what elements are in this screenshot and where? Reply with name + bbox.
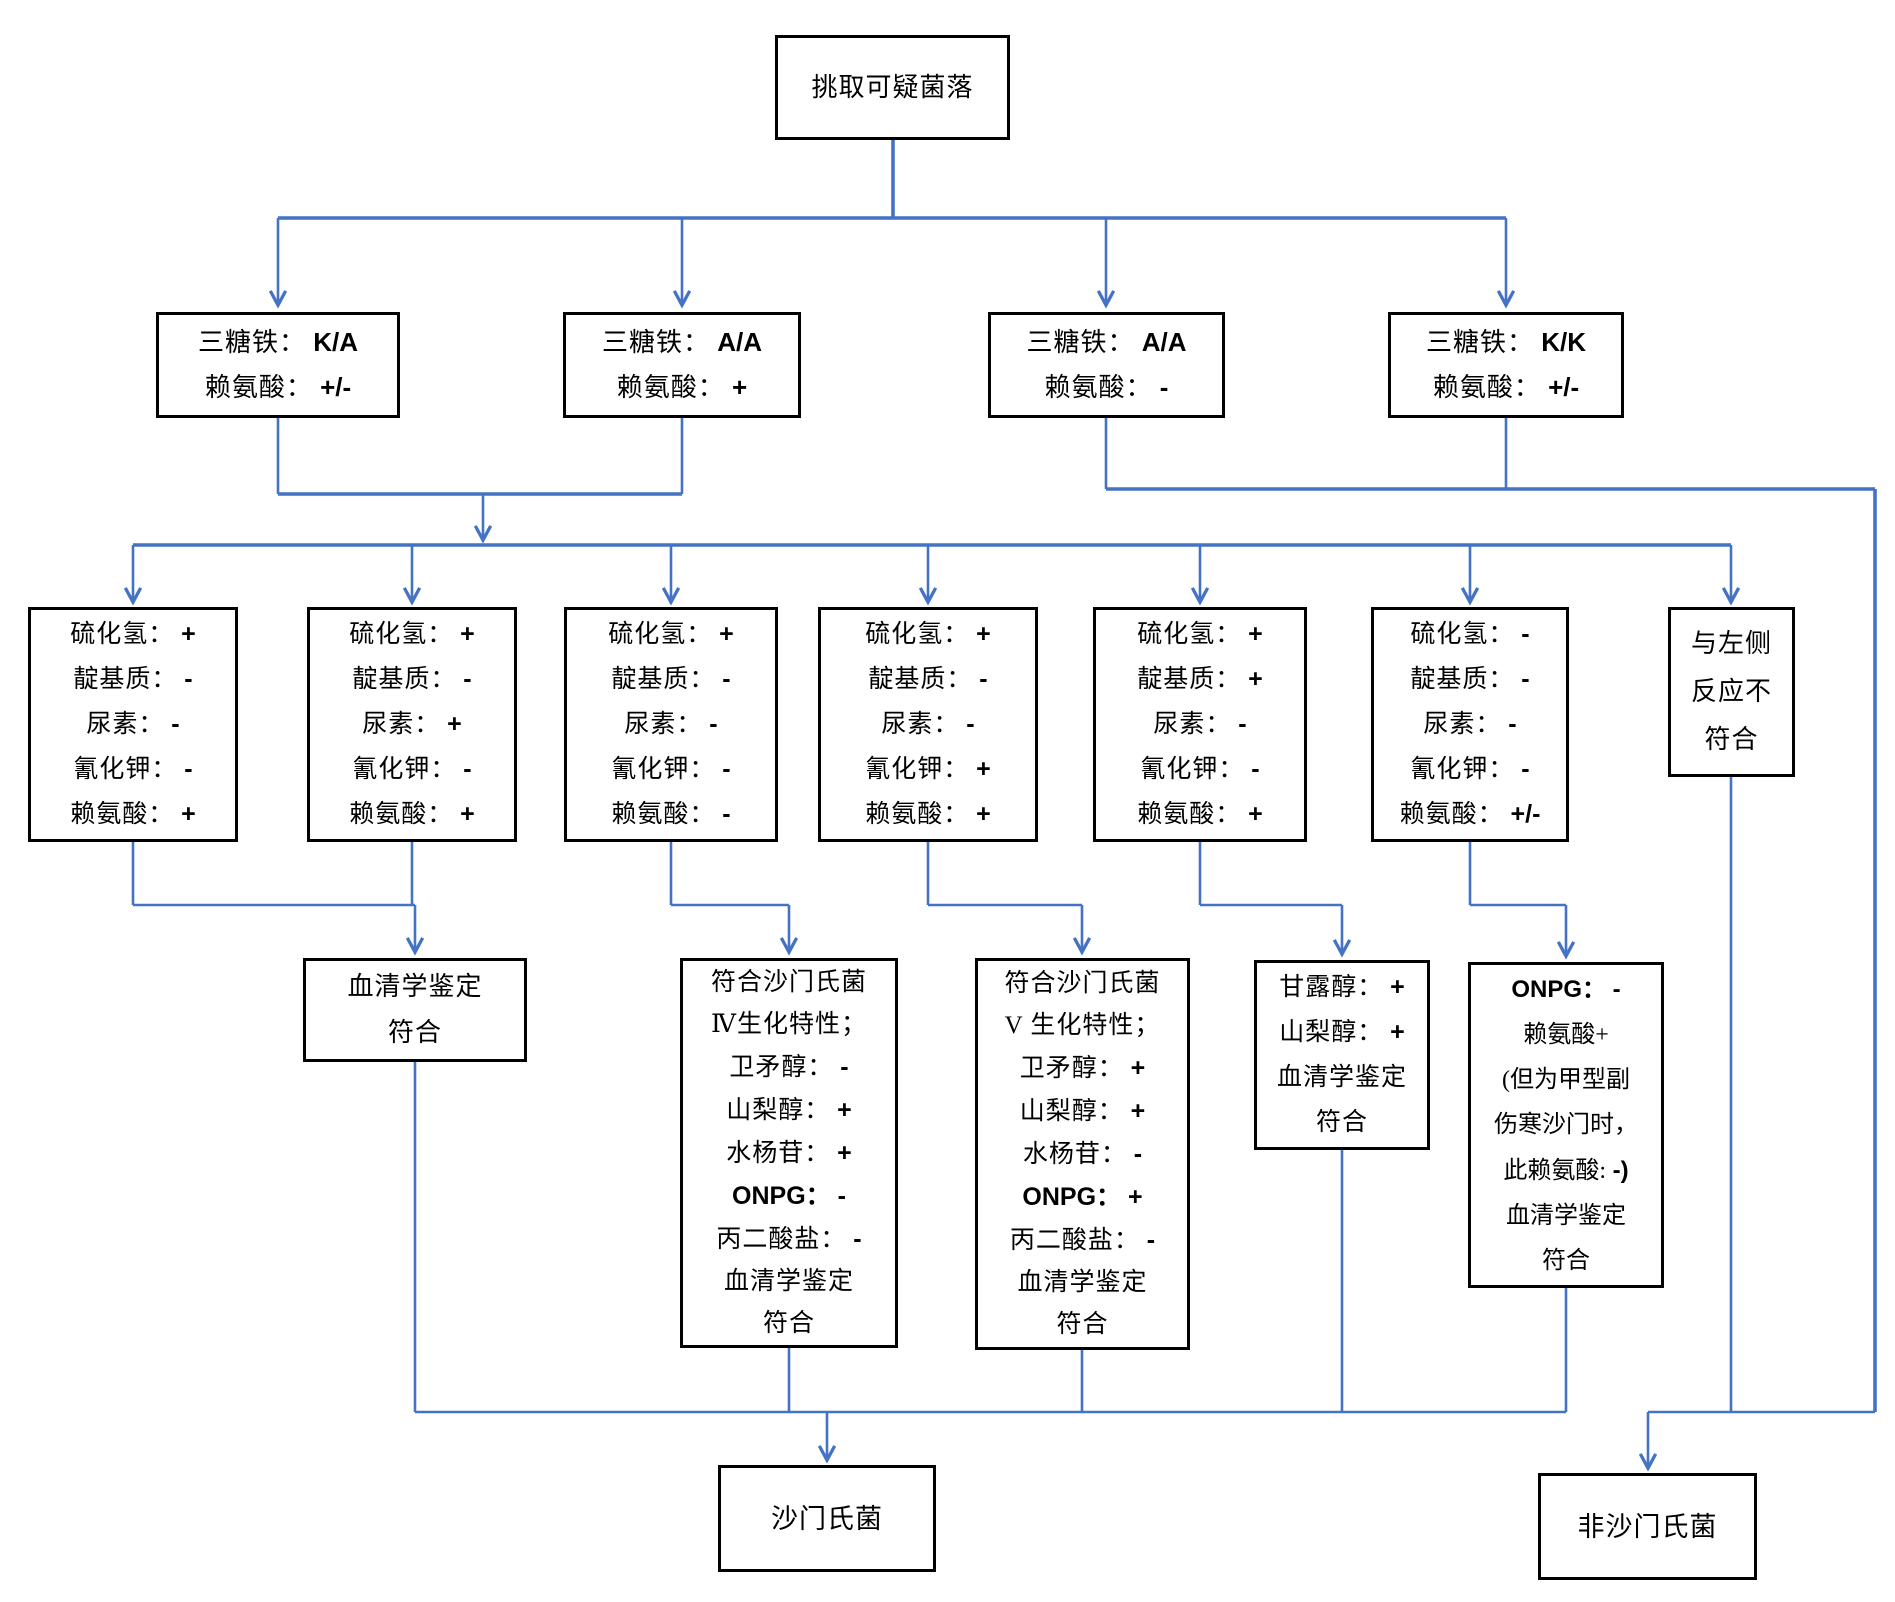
node-line: Ⅳ生化特性； bbox=[711, 1010, 867, 1038]
node-line: 氰化钾： - bbox=[1140, 755, 1260, 783]
node-line: 血清学鉴定 bbox=[1506, 1202, 1626, 1229]
node-line: 血清学鉴定 bbox=[1276, 1064, 1407, 1091]
node-line: 符合 bbox=[1056, 1310, 1109, 1338]
node-line: 血清学鉴定 bbox=[723, 1267, 854, 1295]
node-line: 符合沙门氏菌 bbox=[1004, 969, 1161, 997]
node-line: 符合 bbox=[1704, 725, 1759, 754]
node-not-salmonella: 非沙门氏菌 bbox=[1538, 1473, 1757, 1580]
node-line: 硫化氢： + bbox=[70, 620, 196, 648]
node-line: 赖氨酸： +/- bbox=[204, 372, 352, 402]
node-line: 尿素： + bbox=[362, 710, 462, 738]
node-line: 三糖铁： K/A bbox=[197, 327, 358, 357]
node-line: 水杨苷： + bbox=[726, 1138, 852, 1167]
node-biochem-3: 硫化氢： + 靛基质： - 尿素： - 氰化钾： - 赖氨酸： - bbox=[564, 607, 778, 842]
node-line: 丙二酸盐： - bbox=[716, 1224, 862, 1253]
node-line: 赖氨酸： + bbox=[865, 800, 991, 828]
node-line: 氰化钾： - bbox=[352, 755, 472, 783]
node-biochem-5: 硫化氢： + 靛基质： + 尿素： - 氰化钾： - 赖氨酸： + bbox=[1093, 607, 1307, 842]
node-line: V 生化特性； bbox=[1004, 1011, 1161, 1039]
node-line: ONPG： - bbox=[1511, 975, 1621, 1003]
node-line: 靛基质： - bbox=[868, 665, 988, 693]
node-line: 三糖铁： A/A bbox=[1026, 327, 1187, 357]
node-line: 符合沙门氏菌 bbox=[710, 968, 867, 996]
node-line: 尿素： - bbox=[881, 710, 975, 738]
node-line: ONPG： + bbox=[1022, 1182, 1143, 1211]
node-line: 伤寒沙门时， bbox=[1494, 1111, 1638, 1138]
node-line: 赖氨酸： - bbox=[611, 800, 731, 828]
node-line: 符合 bbox=[762, 1309, 815, 1337]
node-line: (但为甲型副 bbox=[1502, 1066, 1630, 1093]
node-line: 三糖铁： A/A bbox=[601, 327, 762, 357]
node-line: 赖氨酸： +/- bbox=[1399, 800, 1541, 828]
node-line: 尿素： - bbox=[86, 710, 180, 738]
node-line: 山梨醇： + bbox=[1019, 1096, 1146, 1125]
node-line: 甘露醇： + bbox=[1279, 973, 1405, 1001]
node-line: 赖氨酸： +/- bbox=[1432, 372, 1580, 402]
node-biochem-2: 硫化氢： + 靛基质： - 尿素： + 氰化钾： - 赖氨酸： + bbox=[307, 607, 517, 842]
node-line: 丙二酸盐： - bbox=[1009, 1225, 1156, 1254]
node-line: 氰化钾： - bbox=[1410, 755, 1530, 783]
node-line: 硫化氢： - bbox=[1410, 620, 1530, 648]
node-line: 三糖铁： K/K bbox=[1425, 327, 1586, 357]
node-line: 尿素： - bbox=[1423, 710, 1517, 738]
node-line: 靛基质： + bbox=[1137, 665, 1263, 693]
node-line: 氰化钾： - bbox=[73, 755, 193, 783]
node-group-iv-traits: 符合沙门氏菌 Ⅳ生化特性； 卫矛醇： - 山梨醇： + 水杨苷： + ONPG： - 丙二酸… bbox=[680, 958, 898, 1348]
node-line: 反应不 bbox=[1690, 677, 1772, 706]
node-pick-suspicious-colonies: 挑取可疑菌落 bbox=[775, 35, 1010, 140]
node-line: 硫化氢： + bbox=[608, 620, 734, 648]
node-line: 此赖氨酸: -) bbox=[1503, 1156, 1629, 1184]
node-line: 赖氨酸： - bbox=[1044, 372, 1169, 402]
node-biochem-4: 硫化氢： + 靛基质： - 尿素： - 氰化钾： + 赖氨酸： + bbox=[818, 607, 1038, 842]
node-line: 氰化钾： + bbox=[865, 755, 991, 783]
node-line: 血清学鉴定 bbox=[347, 972, 483, 1001]
node-line: ONPG： - bbox=[732, 1181, 846, 1210]
node-line: 赖氨酸： + bbox=[349, 800, 475, 828]
node-line: 硫化氢： + bbox=[1137, 620, 1263, 648]
node-tsi-aa-lysine-pos: 三糖铁： A/A 赖氨酸： + bbox=[563, 312, 801, 418]
node-line: 与左侧 bbox=[1690, 629, 1772, 658]
node-line: 卫矛醇： - bbox=[729, 1052, 849, 1081]
node-mannitol-sorbitol: 甘露醇： + 山梨醇： + 血清学鉴定符合 bbox=[1254, 960, 1430, 1150]
node-line: 血清学鉴定 bbox=[1017, 1268, 1148, 1296]
node-line: 符合 bbox=[387, 1018, 442, 1047]
node-line: 靛基质： - bbox=[611, 665, 731, 693]
node-line: 赖氨酸： + bbox=[70, 800, 196, 828]
node-line: 符合 bbox=[1315, 1109, 1368, 1136]
node-line: 山梨醇： + bbox=[1279, 1018, 1405, 1046]
node-line: 尿素： - bbox=[1153, 710, 1247, 738]
node-salmonella: 沙门氏菌 bbox=[718, 1465, 936, 1572]
node-line: 尿素： - bbox=[624, 710, 718, 738]
node-biochem-1: 硫化氢： + 靛基质： - 尿素： - 氰化钾： - 赖氨酸： + bbox=[28, 607, 238, 842]
node-line: 水杨苷： - bbox=[1022, 1139, 1143, 1168]
node-tsi-aa-lysine-neg: 三糖铁： A/A 赖氨酸： - bbox=[988, 312, 1225, 418]
node-serology-conform: 血清学鉴定符合 bbox=[303, 958, 527, 1062]
node-tsi-kk: 三糖铁： K/K 赖氨酸： +/- bbox=[1388, 312, 1624, 418]
node-group-v-traits: 符合沙门氏菌 V 生化特性； 卫矛醇： + 山梨醇： + 水杨苷： - ONPG： + 丙二… bbox=[975, 958, 1190, 1350]
node-line: 靛基质： - bbox=[73, 665, 193, 693]
node-line: 靛基质： - bbox=[352, 665, 472, 693]
node-line: 赖氨酸： + bbox=[1137, 800, 1263, 828]
node-line: 山梨醇： + bbox=[726, 1095, 852, 1124]
node-line: 氰化钾： - bbox=[611, 755, 731, 783]
node-biochem-6: 硫化氢： - 靛基质： - 尿素： - 氰化钾： - 赖氨酸： +/- bbox=[1371, 607, 1569, 842]
node-onpg-lysine: ONPG： - 赖氨酸+ (但为甲型副伤寒沙门时， 此赖氨酸: -) 血清学鉴定符合 bbox=[1468, 962, 1664, 1288]
node-line: 硫化氢： + bbox=[349, 620, 475, 648]
node-line: 赖氨酸+ bbox=[1523, 1021, 1609, 1048]
node-line: 硫化氢： + bbox=[865, 620, 991, 648]
node-line: 赖氨酸： + bbox=[616, 372, 748, 402]
node-line: 卫矛醇： + bbox=[1019, 1053, 1146, 1082]
node-line: 符合 bbox=[1542, 1247, 1590, 1274]
node-tsi-ka: 三糖铁： K/A 赖氨酸： +/- bbox=[156, 312, 400, 418]
node-mismatch-left-reactions: 与左侧反应不符合 bbox=[1668, 607, 1795, 777]
node-line: 靛基质： - bbox=[1410, 665, 1530, 693]
